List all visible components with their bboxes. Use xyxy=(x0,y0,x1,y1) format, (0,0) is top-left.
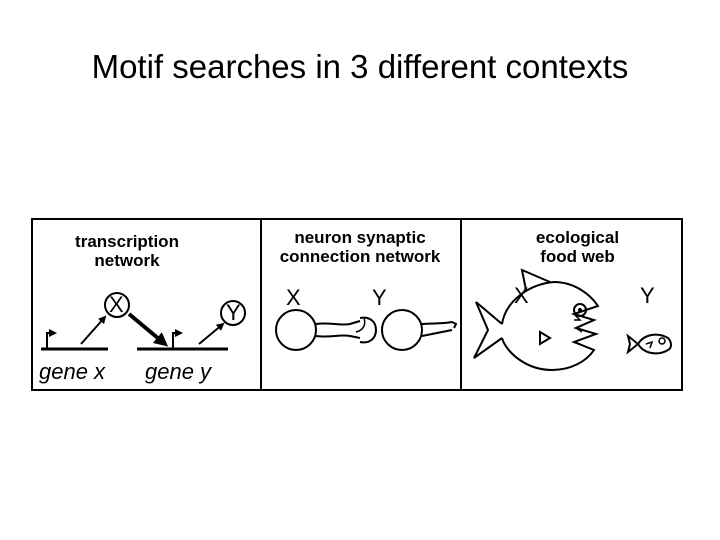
neuron-y-soma xyxy=(382,310,422,350)
synapse-terminal xyxy=(360,318,376,343)
prey-fish-tail xyxy=(628,336,638,352)
motif-figure: transcription network xyxy=(31,218,683,391)
predator-fish-tail xyxy=(474,302,502,358)
expression-arrow-y xyxy=(199,324,223,344)
promoter-x-icon xyxy=(47,333,55,349)
expression-arrow-x xyxy=(81,317,105,344)
predator-x-label: X xyxy=(514,284,529,308)
protein-y-label: Y xyxy=(226,301,241,325)
promoter-y-icon xyxy=(173,333,181,349)
neuron-y-label: Y xyxy=(372,286,387,310)
prey-y-label: Y xyxy=(640,284,655,308)
slide-title: Motif searches in 3 different contexts xyxy=(0,48,720,86)
protein-x-label: X xyxy=(109,293,124,317)
neuron-x-soma xyxy=(276,310,316,350)
neuron-network-panel: neuron synaptic connection network X Y xyxy=(260,220,462,389)
gene-x-label: gene x xyxy=(39,360,105,384)
prey-fish-eye xyxy=(659,338,665,344)
gene-y-label: gene y xyxy=(145,360,211,384)
food-web-panel: ecological food web X Y xyxy=(462,220,681,389)
regulation-arrow xyxy=(129,314,165,344)
neuron-x-label: X xyxy=(286,286,301,310)
transcription-network-panel: transcription network xyxy=(33,220,262,389)
prey-fish-body xyxy=(638,335,671,354)
